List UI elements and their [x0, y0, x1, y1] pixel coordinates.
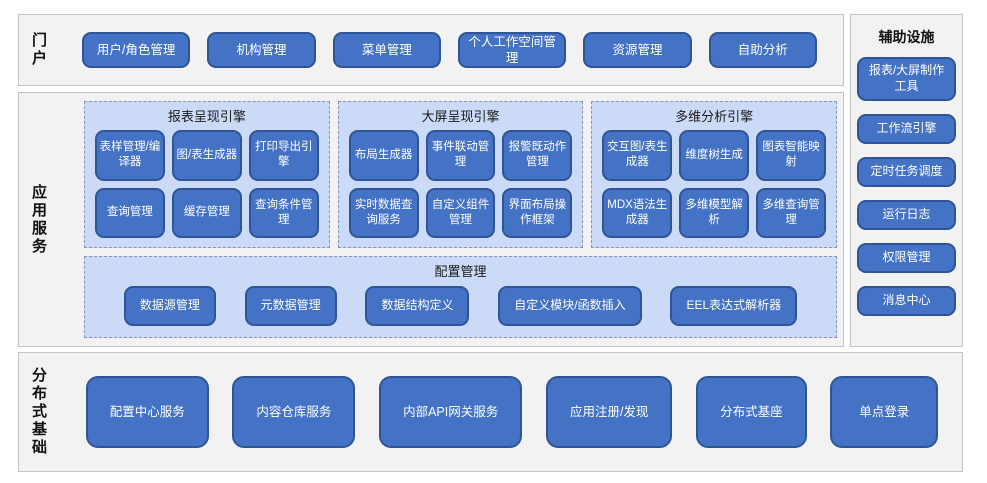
node-query-mgmt[interactable]: 查询管理: [95, 187, 165, 238]
distributed-node-row: 配置中心服务 内容仓库服务 内部API网关服务 应用注册/发现 分布式基座 单点…: [46, 376, 962, 448]
bigscreen-engine-panel: 大屏呈现引擎 布局生成器 事件联动管理 报警既动作管理 实时数据查询服务 自定义…: [337, 101, 584, 248]
node-self-service-analysis[interactable]: 自助分析: [708, 32, 817, 68]
bigscreen-engine-grid: 布局生成器 事件联动管理 报警既动作管理 实时数据查询服务 自定义组件管理 界面…: [339, 127, 583, 247]
node-user-role-mgmt[interactable]: 用户/角色管理: [82, 32, 191, 68]
node-print-export-engine[interactable]: 打印导出引擎: [248, 130, 319, 181]
node-custom-component-mgmt[interactable]: 自定义组件管理: [425, 187, 496, 238]
node-datasource-mgmt[interactable]: 数据源管理: [123, 285, 216, 326]
distributed-section-label: 分布式基础: [30, 367, 47, 457]
node-scheduled-task[interactable]: 定时任务调度: [857, 157, 956, 187]
app-services-section-label: 应用服务: [30, 183, 47, 256]
node-multidim-query-mgmt[interactable]: 多维查询管理: [756, 187, 827, 238]
app-services-section: 应用服务 报表呈现引擎 表样管理/编译器 图/表生成器 打印导出引擎 查询管理 …: [18, 92, 844, 347]
node-ui-layout-framework[interactable]: 界面布局操作框架: [502, 187, 573, 238]
node-multidim-model-parsing[interactable]: 多维模型解析: [679, 187, 750, 238]
node-eel-expression-parser[interactable]: EEL表达式解析器: [670, 285, 798, 326]
node-content-repo-service[interactable]: 内容仓库服务: [232, 376, 356, 448]
node-distributed-base[interactable]: 分布式基座: [696, 376, 807, 448]
node-internal-api-gateway[interactable]: 内部API网关服务: [379, 376, 523, 448]
report-engine-panel: 报表呈现引擎 表样管理/编译器 图/表生成器 打印导出引擎 查询管理 缓存管理 …: [84, 101, 330, 248]
node-workflow-engine[interactable]: 工作流引擎: [857, 114, 956, 144]
node-menu-mgmt[interactable]: 菜单管理: [332, 32, 441, 68]
report-engine-grid: 表样管理/编译器 图/表生成器 打印导出引擎 查询管理 缓存管理 查询条件管理: [85, 127, 329, 247]
node-permission-mgmt[interactable]: 权限管理: [857, 243, 956, 273]
node-data-structure-definition[interactable]: 数据结构定义: [365, 285, 470, 326]
node-run-log[interactable]: 运行日志: [857, 200, 956, 230]
node-template-mgmt-compiler[interactable]: 表样管理/编译器: [95, 130, 165, 181]
olap-engine-grid: 交互图/表生成器 维度树生成 图表智能映射 MDX语法生成器 多维模型解析 多维…: [592, 127, 836, 247]
node-metadata-mgmt[interactable]: 元数据管理: [244, 285, 337, 326]
node-event-linkage-mgmt[interactable]: 事件联动管理: [425, 130, 496, 181]
node-sso[interactable]: 单点登录: [830, 376, 939, 448]
node-message-center[interactable]: 消息中心: [857, 286, 956, 316]
auxiliary-section: 辅助设施 报表/大屏制作工具 工作流引擎 定时任务调度 运行日志 权限管理 消息…: [850, 14, 963, 347]
node-query-condition-mgmt[interactable]: 查询条件管理: [248, 187, 319, 238]
node-report-bigscreen-tool[interactable]: 报表/大屏制作工具: [857, 57, 956, 101]
node-alarm-action-mgmt[interactable]: 报警既动作管理: [502, 130, 573, 181]
node-resource-mgmt[interactable]: 资源管理: [583, 32, 692, 68]
portal-section-label: 门户: [30, 32, 47, 68]
distributed-section: 分布式基础 配置中心服务 内容仓库服务 内部API网关服务 应用注册/发现 分布…: [18, 352, 963, 472]
olap-engine-panel: 多维分析引擎 交互图/表生成器 维度树生成 图表智能映射 MDX语法生成器 多维…: [591, 101, 838, 248]
node-dimension-tree-generator[interactable]: 维度树生成: [679, 130, 750, 181]
portal-section: 门户 用户/角色管理 机构管理 菜单管理 个人工作空间管理 资源管理 自助分析: [18, 14, 844, 86]
bigscreen-engine-title: 大屏呈现引擎: [421, 109, 500, 124]
node-org-mgmt[interactable]: 机构管理: [207, 32, 316, 68]
node-mdx-syntax-generator[interactable]: MDX语法生成器: [602, 187, 673, 238]
auxiliary-section-label: 辅助设施: [878, 29, 935, 45]
report-engine-title: 报表呈现引擎: [167, 109, 246, 124]
portal-node-row: 用户/角色管理 机构管理 菜单管理 个人工作空间管理 资源管理 自助分析: [46, 32, 843, 68]
node-realtime-data-query-service[interactable]: 实时数据查询服务: [348, 187, 419, 238]
olap-engine-title: 多维分析引擎: [675, 109, 754, 124]
node-cache-mgmt[interactable]: 缓存管理: [171, 187, 242, 238]
node-custom-module-function-insert[interactable]: 自定义模块/函数插入: [498, 285, 642, 326]
node-app-register-discovery[interactable]: 应用注册/发现: [545, 376, 673, 448]
node-config-center-service[interactable]: 配置中心服务: [85, 376, 209, 448]
node-interactive-chart-generator[interactable]: 交互图/表生成器: [602, 130, 673, 181]
app-services-content: 报表呈现引擎 表样管理/编译器 图/表生成器 打印导出引擎 查询管理 缓存管理 …: [46, 93, 843, 346]
auxiliary-node-column: 报表/大屏制作工具 工作流引擎 定时任务调度 运行日志 权限管理 消息中心: [857, 57, 956, 316]
node-chart-table-generator[interactable]: 图/表生成器: [171, 130, 242, 181]
config-mgmt-title: 配置管理: [434, 264, 487, 279]
config-node-row: 数据源管理 元数据管理 数据结构定义 自定义模块/函数插入 EEL表达式解析器: [85, 282, 836, 337]
node-personal-workspace-mgmt[interactable]: 个人工作空间管理: [457, 32, 567, 68]
node-chart-smart-mapping[interactable]: 图表智能映射: [756, 130, 827, 181]
config-mgmt-panel: 配置管理 数据源管理 元数据管理 数据结构定义 自定义模块/函数插入 EEL表达…: [84, 256, 837, 338]
engine-panels-row: 报表呈现引擎 表样管理/编译器 图/表生成器 打印导出引擎 查询管理 缓存管理 …: [84, 101, 838, 248]
node-layout-generator[interactable]: 布局生成器: [348, 130, 419, 181]
